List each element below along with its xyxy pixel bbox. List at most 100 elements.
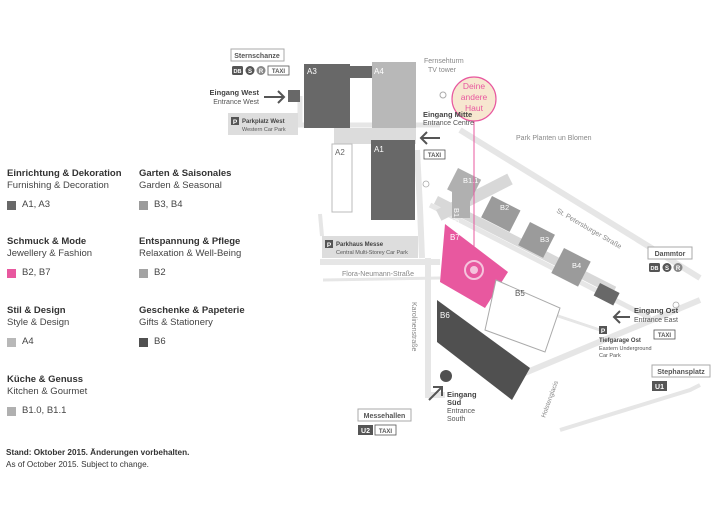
- taxi-icon-text: TAXI: [658, 333, 672, 339]
- hall-b4[interactable]: [551, 247, 591, 287]
- street-label-holstenglacis: Holstenglacis: [540, 379, 560, 418]
- legend-title-en: Kitchen & Gourmet: [7, 386, 88, 397]
- hall-b1-0[interactable]: [452, 192, 470, 218]
- hall-a3[interactable]: [304, 64, 350, 128]
- parking-icon: [325, 240, 333, 248]
- station-name-messehallen: Messehallen: [364, 413, 406, 420]
- arrow-left-icon: [612, 310, 630, 324]
- legend-entry-jewellery: Schmuck & Mode Jewellery & Fashion B2, B…: [7, 236, 92, 279]
- s-bahn-icon: [662, 263, 672, 272]
- legend-swatch: [7, 200, 16, 210]
- parking-east: P Tiefgarage Ost Eastern Underground Car…: [599, 326, 652, 359]
- footnote-en: As of October 2015. Subject to change.: [6, 460, 149, 469]
- parking-icon-text: P: [233, 119, 238, 126]
- legend-title-en: Gifts & Stationery: [139, 317, 213, 328]
- hall-b5[interactable]: [484, 279, 561, 353]
- legend-title-de: Garten & Saisonales: [139, 168, 232, 179]
- db-icon-text: DB: [651, 266, 659, 272]
- db-icon-text: DB: [234, 69, 242, 75]
- u-bahn-icon: [652, 381, 667, 391]
- db-icon: [649, 263, 660, 272]
- tv-tower-label-de: Fernsehturm: [424, 58, 464, 65]
- hall-label-b6: B6: [440, 311, 450, 320]
- parking-icon-text: P: [601, 328, 606, 335]
- entrance-west: Eingang West Entrance West: [210, 88, 300, 106]
- hall-a2[interactable]: [331, 143, 353, 213]
- legend-halls: B6: [154, 336, 166, 347]
- legend-halls: A1, A3: [22, 199, 50, 210]
- r-icon: [256, 66, 266, 75]
- hall-b3[interactable]: [518, 222, 555, 258]
- hall-complex-b: B1.1 B1.0 B2 B3 B4 B7 B5 B6: [433, 168, 620, 400]
- legend-swatch: [7, 268, 16, 278]
- parking-messe-de: Parkhaus Messe: [336, 242, 384, 248]
- hall-label-b7: B7: [450, 233, 460, 242]
- entrance-east-en: Entrance East: [634, 317, 678, 324]
- legend-entry-kitchen: Küche & Genuss Kitchen & Gourmet B1.0, B…: [7, 374, 87, 417]
- highlight-text-2: andere: [461, 92, 488, 102]
- footnote-de: Stand: Oktober 2015. Änderungen vorbehal…: [6, 448, 190, 457]
- u2-icon-text: U2: [361, 428, 370, 435]
- r-icon-text: R: [676, 266, 681, 272]
- entrance-south: Eingang Süd Entrance South: [428, 386, 477, 423]
- legend-title-de: Entspannung & Pflege: [139, 236, 241, 247]
- taxi-icon: [653, 329, 676, 340]
- hall-label-b3: B3: [540, 235, 549, 244]
- hall-a4[interactable]: [372, 62, 416, 130]
- arrow-right-icon: [264, 90, 286, 104]
- taxi-icon: [267, 65, 290, 76]
- highlight-text-3: Haut: [465, 103, 484, 113]
- parking-messe: P Parkhaus Messe Central Multi-Storey Ca…: [322, 236, 418, 258]
- parking-icon-text: P: [327, 242, 332, 249]
- parking-west: P Parkplatz West Western Car Park: [228, 113, 298, 135]
- parking-east-de: Tiefgarage Ost: [599, 338, 641, 344]
- street-label-karolinen: Karolinenstraße: [410, 302, 417, 352]
- hall-label-b1-0: B1.0: [452, 208, 461, 223]
- arrow-up-right-icon: [428, 386, 443, 401]
- hall-b2[interactable]: [481, 195, 521, 232]
- legend-title-en: Garden & Seasonal: [139, 180, 222, 191]
- s-bahn-icon: [245, 66, 255, 75]
- highlight-badge: [451, 76, 497, 122]
- hall-a1[interactable]: [371, 140, 415, 220]
- entrance-centre-en: Entrance Centre: [423, 120, 474, 127]
- station-name-stephansplatz: Stephansplatz: [657, 369, 705, 376]
- entrance-east-de: Eingang Ost: [634, 306, 679, 315]
- legend-halls: A4: [22, 336, 34, 347]
- legend-swatch: [139, 268, 148, 278]
- taxi-icon-text: TAXI: [272, 69, 286, 75]
- highlight-marker[interactable]: Deine andere Haut: [451, 76, 497, 280]
- legend-entry-garden: Garten & Saisonales Garden & Seasonal B3…: [139, 168, 231, 211]
- park-label: Park Planten un Blomen: [516, 135, 592, 142]
- station-stephansplatz: Stephansplatz U1: [651, 364, 711, 391]
- entrance-east: Eingang Ost Entrance East: [612, 306, 679, 324]
- hall-label-a2: A2: [335, 148, 345, 157]
- parking-icon: [599, 326, 607, 334]
- street-label-flora-neumann: Flora-Neumann-Straße: [342, 271, 414, 278]
- legend-title-de: Einrichtung & Dekoration: [7, 168, 122, 179]
- highlight-text-1: Deine: [463, 81, 485, 91]
- hall-b6[interactable]: [437, 300, 530, 400]
- footnote: Stand: Oktober 2015. Änderungen vorbehal…: [6, 447, 189, 471]
- s-bahn-icon-text: S: [248, 69, 252, 75]
- r-icon: [673, 263, 683, 272]
- legend-halls: B2, B7: [22, 267, 51, 278]
- entrance-centre-de: Eingang Mitte: [423, 110, 472, 119]
- legend-halls: B1.0, B1.1: [22, 405, 67, 416]
- entrance-centre: Eingang Mitte Entrance Centre: [419, 110, 474, 145]
- legend-title-de: Schmuck & Mode: [7, 236, 87, 247]
- s-bahn-icon-text: S: [665, 266, 669, 272]
- hall-label-a1: A1: [374, 145, 384, 154]
- legend-title-en: Relaxation & Well-Being: [139, 248, 242, 259]
- taxi-icon-text: TAXI: [379, 429, 393, 435]
- legend-title-en: Furnishing & Decoration: [7, 180, 109, 191]
- legend-halls: B3, B4: [154, 199, 183, 210]
- legend-halls: B2: [154, 267, 166, 278]
- entrance-south-de2: Süd: [447, 398, 462, 407]
- street-label-st-petersburger: St. Petersburger Straße: [555, 208, 623, 251]
- legend-entry-relaxation: Entspannung & Pflege Relaxation & Well-B…: [139, 236, 241, 279]
- legend-title-de: Küche & Genuss: [7, 374, 84, 385]
- entrance-south-en: Entrance: [447, 408, 475, 415]
- parking-west-de: Parkplatz West: [242, 119, 285, 125]
